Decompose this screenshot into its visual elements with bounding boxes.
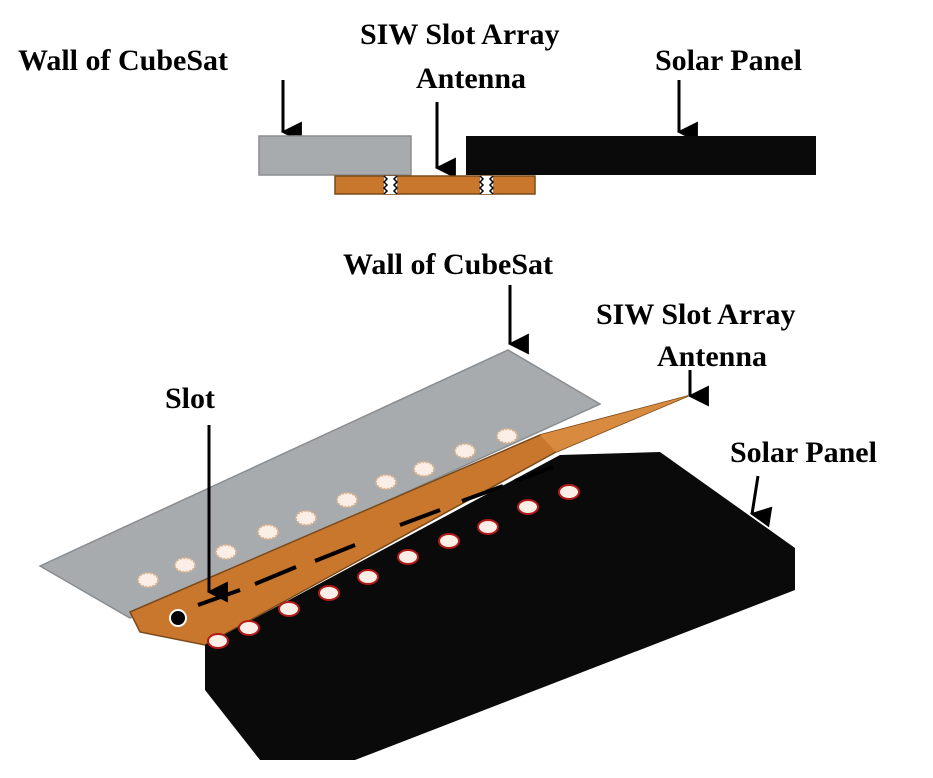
pv-slot-3 — [314, 543, 356, 563]
pv-antenna-label-line2: Antenna — [657, 340, 767, 373]
pv-slot-6 — [514, 465, 554, 483]
pv-via-lower-2 — [238, 620, 260, 636]
pv-slot-2 — [254, 565, 297, 586]
pv-via-lower-4 — [318, 585, 340, 601]
pv-via-lower-10 — [558, 484, 580, 500]
pv-wall-label: Wall of CubeSat — [343, 248, 553, 281]
cs-via-left — [382, 175, 399, 195]
pv-antenna-label-line1: SIW Slot Array — [596, 298, 795, 331]
cs-wall-block — [258, 135, 412, 176]
pv-via-upper-5 — [295, 510, 317, 526]
pv-via-lower-6 — [397, 549, 419, 565]
pv-via-lower-7 — [438, 533, 460, 549]
pv-via-lower-3 — [278, 601, 300, 617]
pv-vias-lower — [207, 484, 580, 649]
pv-via-lower-5 — [357, 569, 379, 585]
cs-panel-block — [466, 136, 816, 175]
cs-antenna-label-line1: SIW Slot Array — [360, 18, 559, 51]
pv-via-upper-7 — [375, 474, 397, 490]
cs-antenna-label-line2: Antenna — [416, 62, 526, 95]
pv-via-upper-3 — [215, 544, 237, 560]
cs-panel-label: Solar Panel — [655, 44, 802, 77]
pv-panel-arrow — [749, 475, 773, 528]
pv-via-upper-4 — [257, 524, 279, 540]
pv-wall-surface — [38, 349, 602, 619]
pv-slot-label: Slot — [165, 382, 215, 415]
pv-solar-panel — [205, 452, 795, 760]
perspective-view: Wall of CubeSat SIW Slot Array Antenna S… — [38, 248, 877, 760]
pv-via-upper-9 — [454, 443, 476, 459]
cs-via-right — [478, 175, 495, 195]
pv-via-upper-10 — [496, 428, 518, 444]
cross-section-view: Wall of CubeSat SIW Slot Array Antenna S… — [18, 18, 816, 195]
cs-wall-label: Wall of CubeSat — [18, 44, 228, 77]
pv-via-lower-9 — [517, 499, 539, 515]
pv-via-upper-6 — [336, 492, 358, 508]
pv-slot-5 — [461, 484, 504, 503]
pv-panel-label: Solar Panel — [730, 436, 877, 469]
pv-antenna-tip-shade — [540, 396, 688, 452]
pv-via-lower-1 — [207, 633, 229, 649]
pv-vias-upper — [137, 428, 518, 588]
pv-via-upper-1 — [137, 572, 159, 588]
cs-antenna-block — [334, 175, 536, 195]
pv-slot-4 — [399, 508, 441, 527]
pv-via-upper-2 — [174, 557, 196, 573]
pv-via-lower-8 — [477, 519, 499, 535]
pv-via-upper-8 — [413, 461, 435, 477]
pv-feed-port — [169, 609, 187, 627]
